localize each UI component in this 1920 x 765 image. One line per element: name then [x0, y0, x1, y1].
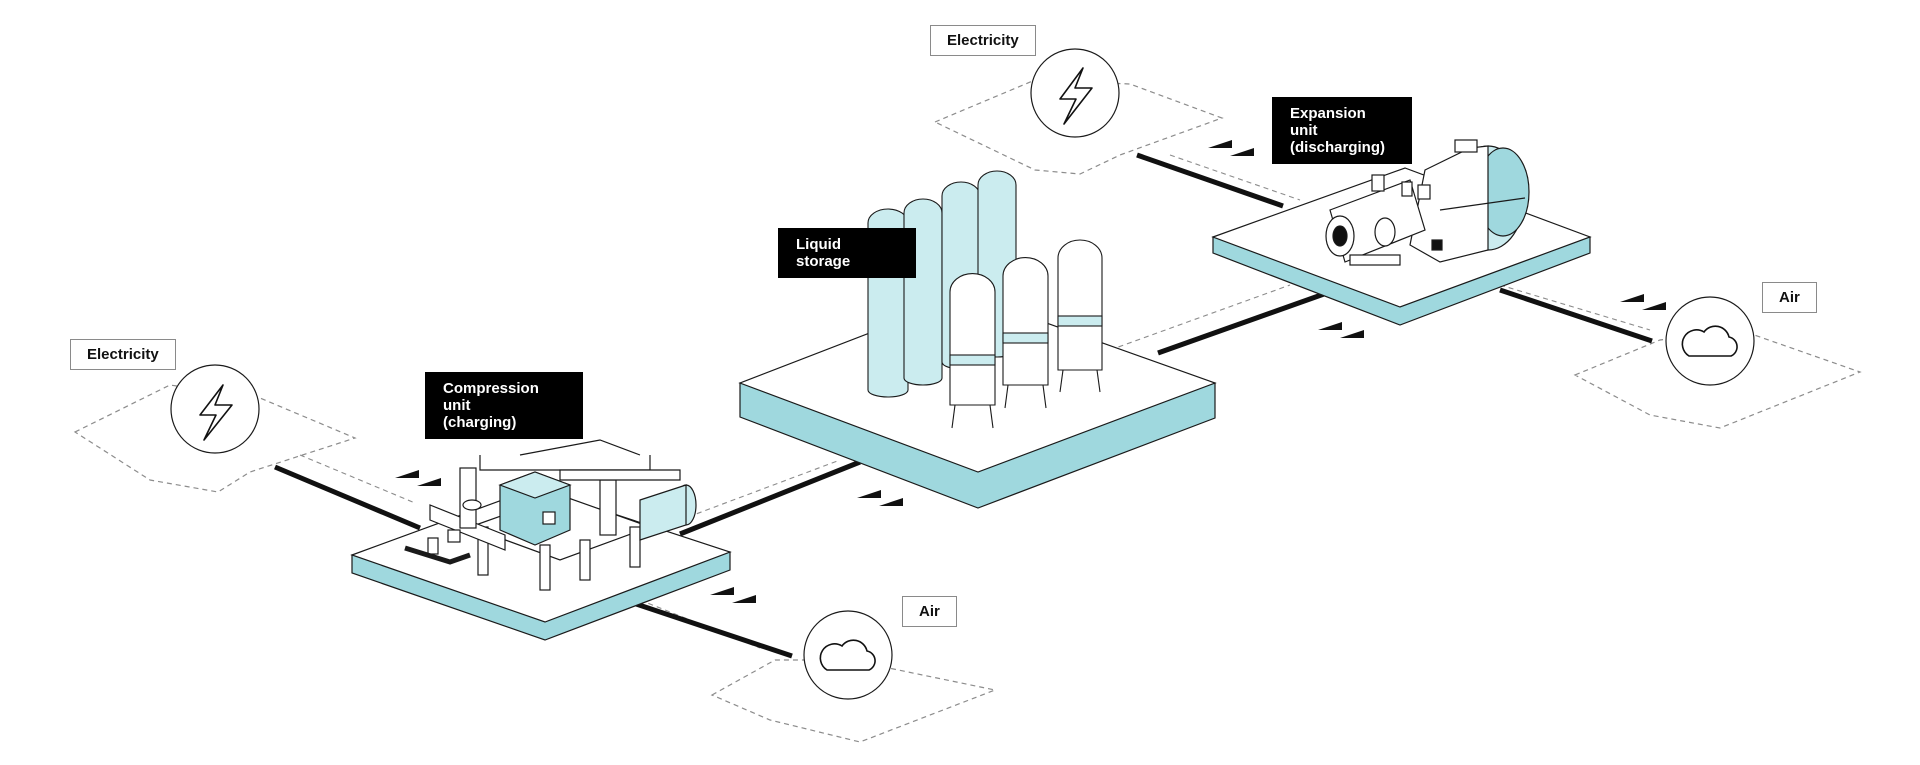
lightning-bolt-icon [1030, 48, 1120, 138]
dashed-zone-air-right [1573, 329, 1862, 429]
cloud-icon [803, 610, 893, 700]
double-arrow-icon [395, 470, 441, 486]
double-arrow-icon [1208, 140, 1254, 156]
air-label-bottom: Air [902, 596, 957, 627]
liquid-storage-label: Liquid storage [778, 228, 916, 278]
cloud-icon [1665, 296, 1755, 386]
double-arrow-icon [857, 490, 903, 506]
air-label-right: Air [1762, 282, 1817, 313]
double-arrow-icon [710, 587, 756, 603]
compression-unit-machine [404, 439, 697, 591]
electricity-label-left: Electricity [70, 339, 176, 370]
compression-unit-label: Compression unit (charging) [425, 372, 583, 439]
dashed-zone-air-bottom [710, 659, 998, 743]
electricity-label-top: Electricity [930, 25, 1036, 56]
expansion-unit-label: Expansion unit (discharging) [1272, 97, 1412, 164]
expansion-unit-machine [1325, 139, 1530, 266]
solid-pipes [274, 152, 1653, 659]
double-arrow-icon [1620, 294, 1666, 310]
storage-tanks-short [949, 239, 1103, 429]
lightning-bolt-icon [170, 364, 260, 454]
dashed-zone-electricity-top [933, 79, 1224, 175]
double-arrow-icon [1318, 322, 1364, 338]
